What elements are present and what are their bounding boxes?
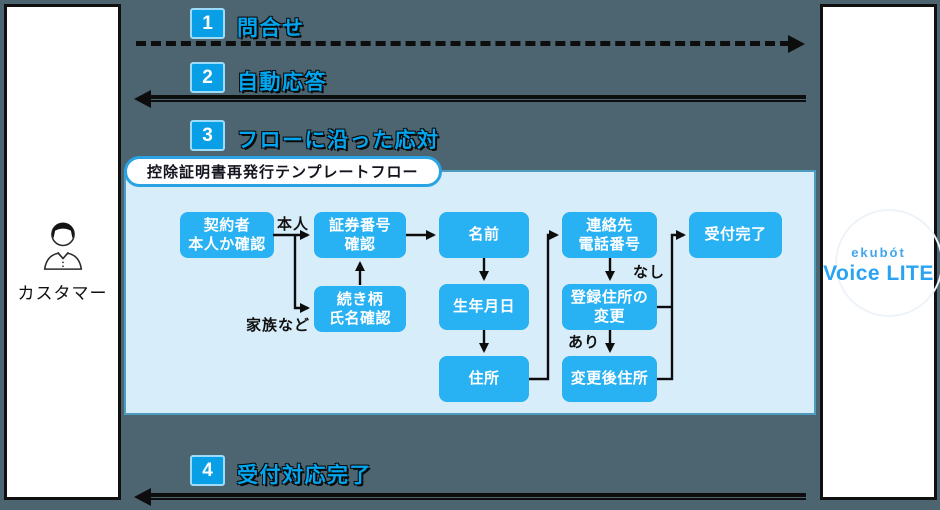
step-badge-2: 2 xyxy=(190,62,225,93)
edge-label-none: なし xyxy=(633,264,666,281)
arrow-dashed-to-right xyxy=(136,41,790,46)
brand-watermark-circle xyxy=(835,209,940,317)
edge-label-family: 家族など xyxy=(246,317,311,334)
flow-node-address: 住所 xyxy=(439,356,529,402)
step-title-1: 問合せ xyxy=(237,17,305,40)
arrow-head-right-icon xyxy=(788,35,805,53)
brand-name-big: Voice LITE xyxy=(823,262,934,285)
flow-node-contact-phone: 連絡先 電話番号 xyxy=(562,212,657,258)
step-badge-3: 3 xyxy=(190,120,225,151)
arrow-head-left-icon-top xyxy=(134,90,151,108)
arrow-head-left-icon-bottom xyxy=(134,488,151,506)
step-title-3: フローに沿った応対 xyxy=(237,129,440,152)
flow-node-new-address: 変更後住所 xyxy=(562,356,657,402)
step-title-2: 自動応答 xyxy=(237,71,327,94)
step-title-4: 受付対応完了 xyxy=(237,464,372,487)
arrow-solid-to-left-bottom xyxy=(149,493,806,500)
step-badge-4: 4 xyxy=(190,455,225,486)
flow-ribbon-title: 控除証明書再発行テンプレートフロー xyxy=(124,156,442,187)
flow-node-reception-complete: 受付完了 xyxy=(689,212,782,258)
customer-panel: カスタマー xyxy=(4,4,121,500)
brand-name-small: ekubót xyxy=(851,245,906,260)
customer-label: カスタマー xyxy=(17,284,108,303)
flow-node-policy-number: 証券番号 確認 xyxy=(314,212,406,258)
customer-icon xyxy=(43,222,82,270)
edge-label-yes: あり xyxy=(568,334,601,351)
arrow-solid-to-left-top xyxy=(149,95,806,102)
edge-label-self: 本人 xyxy=(277,216,310,233)
brand-logo: ekubót Voice LITE xyxy=(823,245,934,286)
customer-figure: カスタマー xyxy=(7,217,118,304)
flow-node-relationship-name: 続き柄 氏名確認 xyxy=(314,286,406,332)
step-badge-1: 1 xyxy=(190,8,225,39)
flow-node-birthdate: 生年月日 xyxy=(439,284,529,330)
product-panel: ekubót Voice LITE xyxy=(820,4,940,500)
flow-node-registered-address-change: 登録住所の 変更 xyxy=(562,284,657,330)
flow-node-name: 名前 xyxy=(439,212,529,258)
flow-node-contractor-check: 契約者 本人か確認 xyxy=(180,212,274,258)
